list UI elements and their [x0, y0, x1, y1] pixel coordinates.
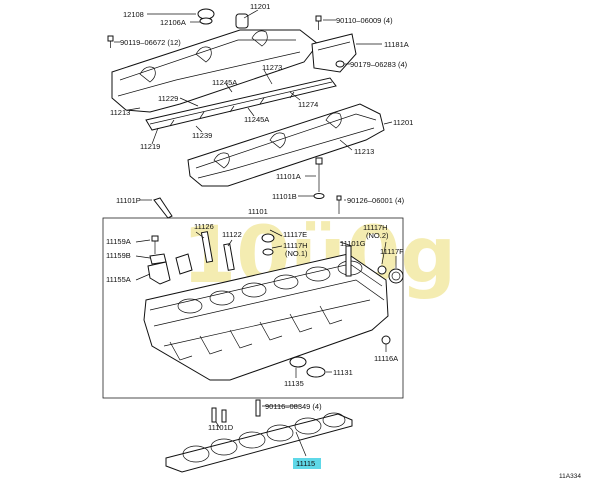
- washer-11101b[interactable]: [313, 193, 325, 199]
- label-11126[interactable]: 11126: [194, 222, 214, 231]
- stud-11101g[interactable]: [345, 245, 352, 277]
- seal-washer-90179[interactable]: [335, 60, 345, 68]
- label-11135[interactable]: 11135: [284, 379, 304, 388]
- seal-11131[interactable]: [306, 366, 326, 378]
- plug-11135[interactable]: [289, 356, 307, 368]
- figure-code: 11A334: [559, 473, 581, 480]
- label-11115[interactable]: 11115: [296, 459, 315, 468]
- stud-90126[interactable]: [336, 195, 342, 214]
- label-11273[interactable]: 11273: [262, 63, 282, 72]
- label-11117h-no1[interactable]: 11117H: [283, 241, 308, 250]
- label-11213-right[interactable]: 11213: [354, 147, 374, 156]
- valve-cover-rh[interactable]: [187, 103, 385, 187]
- label-11122[interactable]: 11122: [222, 230, 242, 239]
- part-labels: 12108 12106A 11201 90110–06009 (4) 90119…: [106, 2, 413, 468]
- bolt-90110[interactable]: [315, 15, 322, 30]
- label-11101g[interactable]: 11101G: [340, 239, 366, 248]
- valve-cover-gasket[interactable]: [145, 77, 337, 131]
- bolt-11159a[interactable]: [151, 235, 159, 254]
- cylinder-head-subassembly-frame: [102, 217, 404, 399]
- label-12106a[interactable]: 12106A: [160, 18, 186, 27]
- cylinder-head-gasket[interactable]: [165, 412, 353, 473]
- label-11131[interactable]: 11131: [333, 368, 353, 377]
- plug-11116a[interactable]: [381, 335, 391, 345]
- label-11229[interactable]: 11229: [158, 94, 178, 103]
- label-11245a-2[interactable]: 11245A: [244, 115, 269, 124]
- label-11101p[interactable]: 11101P: [116, 196, 141, 205]
- heat-insulator[interactable]: [311, 33, 357, 73]
- label-90119[interactable]: 90119–06672 (12): [120, 38, 181, 47]
- label-11117e[interactable]: 11117E: [283, 230, 307, 239]
- bracket-11155a[interactable]: [147, 261, 171, 285]
- plug-11117h-no1[interactable]: [262, 248, 274, 256]
- plug-11117f[interactable]: [388, 268, 404, 284]
- label-11181a[interactable]: 11181A: [384, 40, 409, 49]
- label-11117h-no2[interactable]: 11117H: [363, 223, 388, 232]
- label-90126[interactable]: 90126–06001 (4): [347, 196, 405, 205]
- label-11201-top[interactable]: 11201: [250, 2, 270, 11]
- leader-lines: [114, 9, 397, 457]
- label-11213-left[interactable]: 11213: [110, 108, 130, 117]
- label-11159b[interactable]: 11159B: [106, 251, 131, 260]
- plug-11117h-no2[interactable]: [377, 265, 387, 275]
- stud-11101d[interactable]: [211, 407, 227, 423]
- stud-11101a[interactable]: [315, 157, 323, 192]
- label-11201-right[interactable]: 11201: [393, 118, 413, 127]
- plug-11101p[interactable]: [153, 197, 173, 219]
- label-no2[interactable]: (NO.2): [366, 231, 389, 240]
- oil-filler-cap[interactable]: [197, 8, 215, 25]
- label-90179[interactable]: 90179–06283 (4): [350, 60, 408, 69]
- label-11116a[interactable]: 11116A: [374, 354, 398, 363]
- label-11155a[interactable]: 11155A: [106, 275, 131, 284]
- label-90110[interactable]: 90110–06009 (4): [336, 16, 393, 25]
- valve-guide-11122[interactable]: [223, 243, 235, 271]
- label-11101a[interactable]: 11101A: [276, 172, 301, 181]
- label-12108[interactable]: 12108: [123, 10, 144, 19]
- valve-cover-lh[interactable]: [111, 13, 319, 113]
- valve-guide-11126[interactable]: [200, 231, 214, 263]
- highlighted-part-marker: [293, 458, 321, 469]
- label-11245a-1[interactable]: 11245A: [212, 78, 237, 87]
- label-11274[interactable]: 11274: [298, 100, 318, 109]
- label-11101[interactable]: 11101: [248, 207, 268, 216]
- label-11159a[interactable]: 11159A: [106, 237, 131, 246]
- stud-90116[interactable]: [255, 399, 261, 417]
- plug-11117e[interactable]: [261, 233, 275, 243]
- bracket-clip[interactable]: [175, 253, 193, 275]
- label-11219[interactable]: 11219: [140, 142, 160, 151]
- label-11101d[interactable]: 11101D: [208, 423, 234, 432]
- label-11101b[interactable]: 11101B: [272, 192, 297, 201]
- label-no1[interactable]: (NO.1): [285, 249, 308, 258]
- label-11239[interactable]: 11239: [192, 131, 212, 140]
- label-90116[interactable]: 90116–08349 (4): [265, 402, 322, 411]
- label-11117f[interactable]: 11117F: [380, 247, 404, 256]
- bolt-90119[interactable]: [107, 35, 114, 48]
